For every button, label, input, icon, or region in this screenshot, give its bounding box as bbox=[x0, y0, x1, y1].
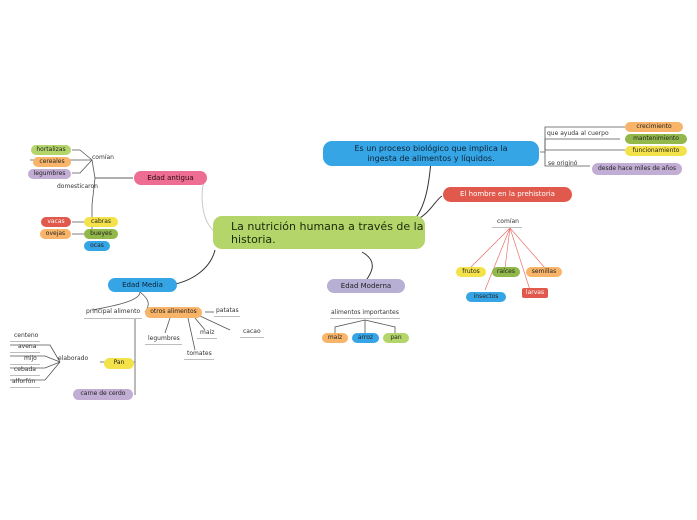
label-principal-alimento: principal alimento bbox=[86, 308, 141, 315]
node-ovejas[interactable]: ovejas bbox=[40, 229, 71, 239]
node-cabras[interactable]: cabras bbox=[84, 217, 118, 227]
media-node[interactable]: Edad Media bbox=[108, 278, 177, 292]
node-ocas[interactable]: ocas bbox=[84, 241, 110, 251]
label-cacao: cacao bbox=[243, 328, 261, 335]
antigua-node[interactable]: Edad antigua bbox=[134, 171, 207, 185]
node-vacas[interactable]: vacas bbox=[41, 217, 71, 227]
label-comian-antigua: comían bbox=[92, 154, 114, 161]
node-desde-hace[interactable]: desde hace miles de años bbox=[592, 163, 682, 175]
label-alimentos-importantes: alimentos importantes bbox=[331, 309, 399, 316]
node-larvas[interactable]: larvas bbox=[522, 288, 548, 298]
label-patatas: patatas bbox=[216, 307, 239, 314]
node-cereales[interactable]: cereales bbox=[33, 157, 71, 167]
node-frutos[interactable]: frutos bbox=[456, 267, 486, 277]
label-elaborado: elaborado bbox=[58, 355, 89, 362]
label-mijo: mijo bbox=[24, 355, 37, 362]
label-avena: avena bbox=[18, 343, 37, 350]
label-maiz-media: maíz bbox=[200, 329, 215, 336]
node-carne-de-cerdo[interactable]: carne de cerdo bbox=[73, 389, 133, 400]
node-bueyes[interactable]: bueyes bbox=[84, 229, 118, 239]
label-alforfon: alforfón bbox=[12, 378, 36, 385]
node-arroz[interactable]: arroz bbox=[352, 333, 379, 343]
label-centeno: centeno bbox=[14, 332, 39, 339]
label-domesticaron: domesticaron bbox=[57, 183, 98, 190]
definition-node[interactable]: Es un proceso biológico que implica la i… bbox=[323, 141, 539, 166]
node-insectos[interactable]: insectos bbox=[466, 292, 506, 302]
node-crecimiento[interactable]: crecimiento bbox=[625, 122, 683, 132]
moderna-node[interactable]: Edad Moderna bbox=[327, 279, 405, 293]
label-comian-prehistoria: comían bbox=[497, 218, 519, 225]
prehistoria-node[interactable]: El hombre en la prehistoria bbox=[443, 187, 572, 202]
label-cebada: cebada bbox=[14, 366, 36, 373]
node-semillas[interactable]: semillas bbox=[526, 267, 562, 277]
node-legumbres-antigua[interactable]: legumbres bbox=[28, 169, 71, 179]
node-mantenimiento[interactable]: mantenimiento bbox=[625, 134, 687, 144]
node-maiz-moderna[interactable]: maíz bbox=[322, 333, 348, 343]
label-origino: se originó bbox=[548, 160, 578, 167]
node-pan-moderna[interactable]: pan bbox=[383, 333, 409, 343]
node-raices[interactable]: raíces bbox=[492, 267, 520, 277]
node-pan-media[interactable]: Pan bbox=[104, 358, 134, 369]
label-legumbres-media: legumbres bbox=[148, 335, 180, 342]
node-funcionamiento[interactable]: funcionamiento bbox=[625, 146, 687, 156]
central-topic[interactable]: La nutrición humana a través de la histo… bbox=[213, 216, 425, 249]
node-hortalizas[interactable]: hortalizas bbox=[31, 145, 71, 155]
node-otros-alimentos[interactable]: otros alimentos bbox=[145, 307, 202, 318]
label-tomates: tomates bbox=[187, 350, 212, 357]
label-ayuda: que ayuda al cuerpo bbox=[547, 130, 609, 137]
